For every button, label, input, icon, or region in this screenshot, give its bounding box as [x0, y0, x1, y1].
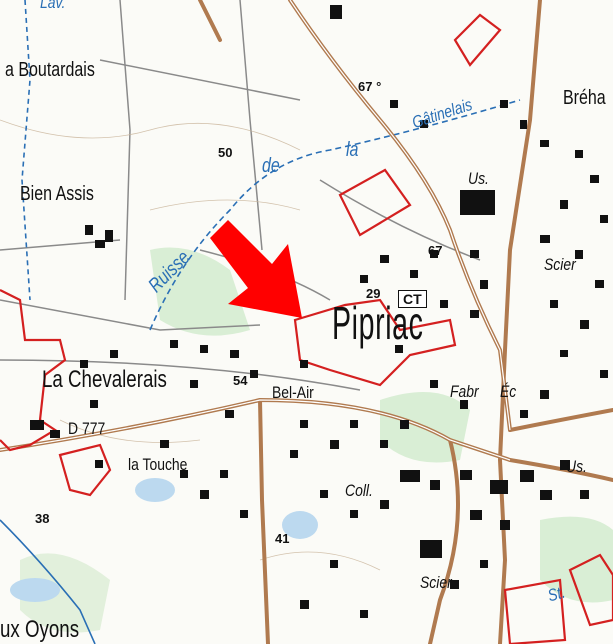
road-label-d777: D 777	[68, 419, 106, 438]
elevation-50: 50	[218, 145, 233, 160]
stream-label-la: la	[346, 139, 359, 161]
place-label-bel-air: Bel-Air	[272, 383, 314, 402]
red-arrow-icon	[210, 220, 302, 318]
place-label-la-chevalerais: La Chevalerais	[42, 366, 167, 393]
elevation-54: 54	[233, 373, 248, 388]
place-label-ec: Éc	[500, 382, 517, 401]
elevation-29: 29	[366, 286, 381, 301]
place-label-us-top: Us.	[468, 169, 489, 188]
place-label-fabr: Fabr	[450, 382, 479, 401]
place-label-oyons: ux Oyons	[0, 616, 80, 643]
place-label-us-right: Us.	[566, 457, 587, 476]
place-label-breho: Bréha	[563, 87, 606, 109]
elevation-67-top: 67 °	[358, 79, 382, 94]
place-label-scier-bottom: Scier.	[420, 573, 456, 592]
place-label-scier-right: Scier	[544, 255, 576, 274]
stream-label-de: de	[262, 155, 280, 177]
place-label-boutardais: a Boutardais	[5, 59, 95, 81]
water-label-lav: Lav.	[40, 0, 66, 12]
place-label-bien-assis: Bien Assis	[20, 183, 94, 205]
place-label-la-touche: la Touche	[128, 455, 188, 474]
place-label-coll: Coll.	[345, 481, 373, 500]
elevation-41: 41	[275, 531, 290, 546]
elevation-38: 38	[35, 511, 50, 526]
elevation-67: 67	[428, 243, 443, 258]
ct-marker: CT	[398, 290, 427, 308]
